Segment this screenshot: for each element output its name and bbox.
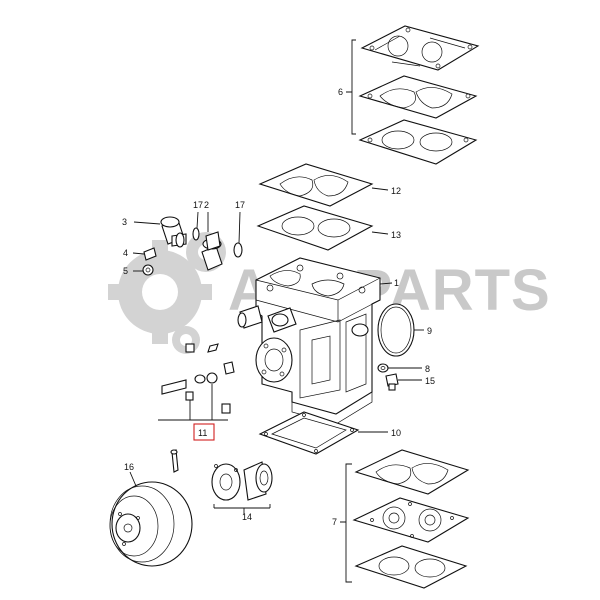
gasket-bottom-a xyxy=(354,449,470,495)
highlight-box-11 xyxy=(193,423,215,441)
key xyxy=(207,343,219,353)
plug-15: 15 xyxy=(385,373,435,391)
callout-11: 11 xyxy=(198,428,207,438)
hardware-kit-11: 11 xyxy=(158,343,235,441)
bracket-6 xyxy=(346,39,356,135)
bolt-short-c xyxy=(221,403,231,414)
callout-17b: 17 xyxy=(235,200,245,210)
callout-10: 10 xyxy=(391,428,401,438)
clutch-assembly-16: 16 xyxy=(109,449,193,567)
callout-4: 4 xyxy=(123,248,128,258)
bolt-short-a xyxy=(223,361,235,375)
callout-2: 2 xyxy=(204,200,209,210)
callout-16: 16 xyxy=(124,462,134,472)
washer-kit-2 xyxy=(206,372,218,384)
shaft-seal-14: 14 xyxy=(211,461,273,522)
callout-7: 7 xyxy=(332,517,337,527)
bolt-short-b xyxy=(185,391,194,401)
valve-plate-top xyxy=(360,25,480,71)
fitting-4: 4 xyxy=(123,247,157,261)
callout-1: 1 xyxy=(394,278,399,288)
gasket-12: 12 xyxy=(258,163,401,207)
washer-kit xyxy=(194,374,206,384)
nut xyxy=(185,343,195,353)
fitting-3: 3 xyxy=(122,216,187,248)
fitting-2: 2 xyxy=(201,200,223,271)
callout-3: 3 xyxy=(122,217,127,227)
callout-13: 13 xyxy=(391,230,401,240)
callout-15: 15 xyxy=(425,376,435,386)
gasket-set-bottom: 7 xyxy=(332,449,470,589)
callout-12: 12 xyxy=(391,186,401,196)
callout-9: 9 xyxy=(427,326,432,336)
callout-5: 5 xyxy=(123,266,128,276)
compressor-body: 1 xyxy=(237,257,399,425)
washer-8: 8 xyxy=(377,363,430,374)
callout-8: 8 xyxy=(425,364,430,374)
seal-ring-17a: 17 xyxy=(192,200,203,241)
gasket-set-top: 6 xyxy=(338,25,480,165)
o-ring-9: 9 xyxy=(377,303,432,357)
bolt-long xyxy=(161,379,187,395)
gasket-13: 13 xyxy=(256,205,401,251)
cap-5: 5 xyxy=(123,264,154,276)
valve-plate-bottom xyxy=(352,497,470,543)
callout-6: 6 xyxy=(338,87,343,97)
callout-14: 14 xyxy=(242,512,252,522)
gasket-10: 10 xyxy=(258,411,401,455)
bracket-7 xyxy=(340,463,352,583)
callout-17a: 17 xyxy=(193,200,203,210)
valve-gasket-middle xyxy=(358,75,478,119)
seal-ring-17b: 17 xyxy=(233,200,245,258)
gasket-lower xyxy=(358,119,478,165)
gasket-bottom-c xyxy=(354,545,468,589)
